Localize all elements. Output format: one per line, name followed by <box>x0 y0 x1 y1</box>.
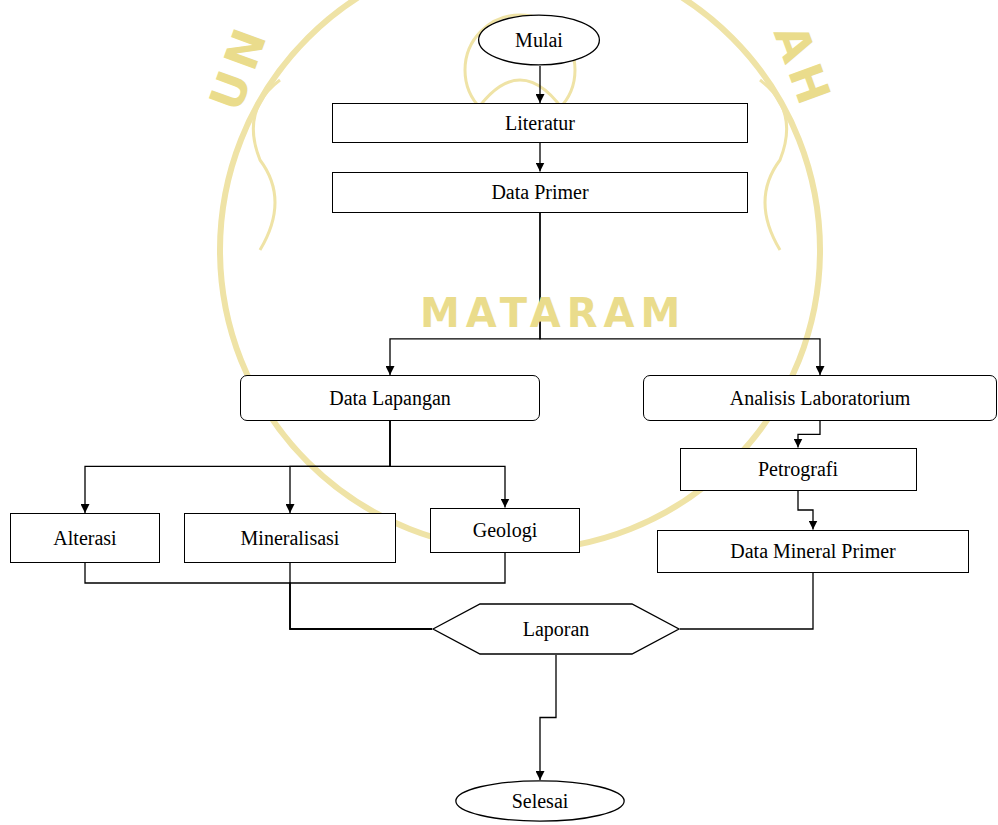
flow-connector <box>539 66 540 103</box>
process-box: Petrografi <box>680 448 917 491</box>
process-box: Data Lapangan <box>240 375 540 421</box>
node-label: Data Primer <box>491 181 588 204</box>
output-hexagon: Laporan <box>432 603 680 655</box>
flow-connector <box>798 491 813 530</box>
process-box: Literatur <box>332 103 748 143</box>
node-label: Mineralisasi <box>241 527 340 550</box>
flow-connector <box>390 421 505 508</box>
flow-connector <box>85 421 390 513</box>
flow-connector <box>539 143 540 172</box>
process-box: Geologi <box>430 508 580 553</box>
flow-connector <box>798 421 820 448</box>
process-box: Data Primer <box>332 172 748 213</box>
flow-connector <box>290 421 390 513</box>
node-label: Data Mineral Primer <box>730 540 896 563</box>
node-label: Geologi <box>473 519 537 542</box>
node-label: Literatur <box>505 112 575 135</box>
node-label: Alterasi <box>53 527 116 550</box>
process-box: Data Mineral Primer <box>657 530 969 573</box>
process-box: Mineralisasi <box>184 513 396 563</box>
flow-connector <box>290 563 432 629</box>
flow-connector <box>540 655 556 780</box>
end-terminal: Selesai <box>455 780 625 822</box>
process-box: Alterasi <box>10 513 160 563</box>
node-label: Selesai <box>512 790 569 813</box>
node-label: Data Lapangan <box>329 387 451 410</box>
node-label: Analisis Laboratorium <box>730 387 911 410</box>
flow-connector <box>85 563 432 629</box>
process-box: Analisis Laboratorium <box>643 375 997 421</box>
start-terminal: Mulai <box>478 14 600 66</box>
flow-connector <box>680 573 813 630</box>
watermark-text: UN <box>199 16 280 117</box>
watermark-text: MATARAM <box>420 290 686 336</box>
node-label: Petrografi <box>758 458 838 481</box>
node-label: Mulai <box>515 29 563 52</box>
node-label: Laporan <box>523 618 590 641</box>
watermark-text: AH <box>763 17 843 116</box>
